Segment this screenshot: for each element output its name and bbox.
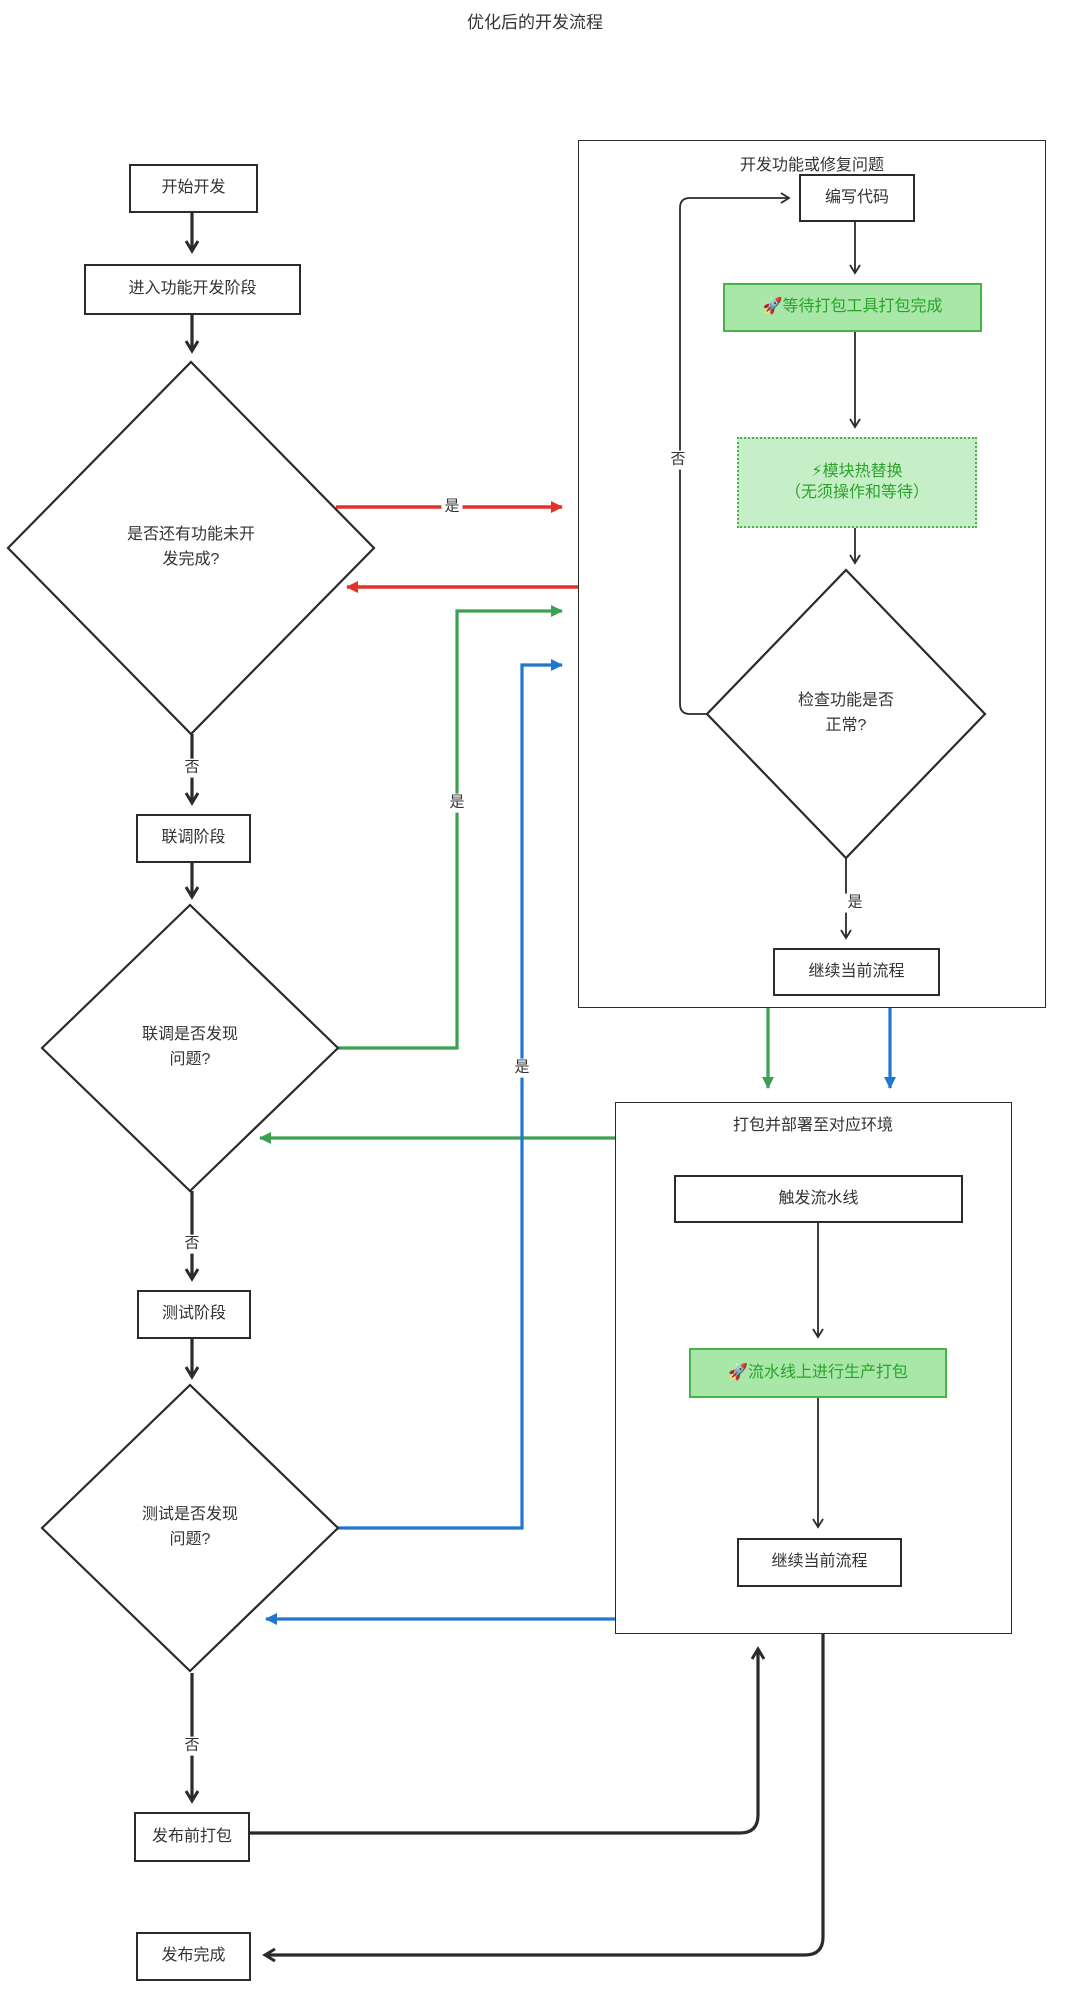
decision-features-remaining [6, 360, 376, 736]
decision-check-function [705, 568, 987, 860]
decision-joint-issues-label: 联调是否发现问题? [141, 1026, 238, 1068]
subgraph-dev-function [578, 140, 1046, 1008]
edge-label-no-d1: 否 [181, 758, 203, 778]
subgraph-dev-function-title: 开发功能或修复问题 [739, 157, 885, 174]
edge-d3-yes-devsub [338, 659, 563, 1530]
edge-label-no-d2: 否 [181, 1234, 203, 1254]
node-release-done: 发布完成 [136, 1932, 251, 1981]
node-hot-module-replace: ⚡模块热替换 （无须操作和等待） [737, 437, 977, 528]
edge-label-yes-blue: 是 [511, 1058, 533, 1078]
node-prerelease-pack: 发布前打包 [134, 1812, 250, 1862]
page-title: 优化后的开发流程 [467, 13, 603, 32]
edge-deploy-done [266, 1634, 825, 1955]
node-wait-pack: 🚀等待打包工具打包完成 [723, 283, 982, 332]
edge-label-yes-red: 是 [441, 497, 463, 517]
node-prod-pack: 🚀流水线上进行生产打包 [689, 1348, 947, 1398]
decision-joint-issues [40, 903, 340, 1193]
decision-test-issues [40, 1383, 340, 1673]
edge-prepack-deploy [250, 1650, 758, 1835]
node-write-code: 编写代码 [799, 174, 915, 222]
edge-label-no-d3: 否 [181, 1736, 203, 1756]
subgraph-deploy-title: 打包并部署至对应环境 [732, 1117, 894, 1134]
edge-label-no-loop: 否 [667, 450, 689, 470]
node-joint-debug: 联调阶段 [136, 814, 251, 863]
node-trigger-pipeline: 触发流水线 [674, 1175, 963, 1223]
decision-features-remaining-label: 是否还有功能未开发完成? [126, 526, 255, 568]
node-start: 开始开发 [129, 164, 258, 213]
subgraph-deploy [615, 1102, 1012, 1634]
edge-label-yes-green: 是 [446, 793, 468, 813]
node-hot-module-replace-line2: （无须操作和等待） [784, 483, 929, 501]
node-test-stage: 测试阶段 [137, 1290, 251, 1339]
decision-test-issues-label: 测试是否发现问题? [141, 1506, 238, 1548]
node-hot-module-replace-line1: ⚡模块热替换 [811, 462, 903, 480]
node-continue-flow-deploy: 继续当前流程 [737, 1538, 902, 1587]
node-continue-flow-dev: 继续当前流程 [773, 948, 940, 996]
node-enter-dev: 进入功能开发阶段 [84, 264, 301, 315]
decision-check-function-label: 检查功能是否正常? [797, 692, 894, 734]
edge-d2-yes-devsub [338, 605, 563, 1050]
edge-label-yes-check: 是 [844, 893, 866, 913]
